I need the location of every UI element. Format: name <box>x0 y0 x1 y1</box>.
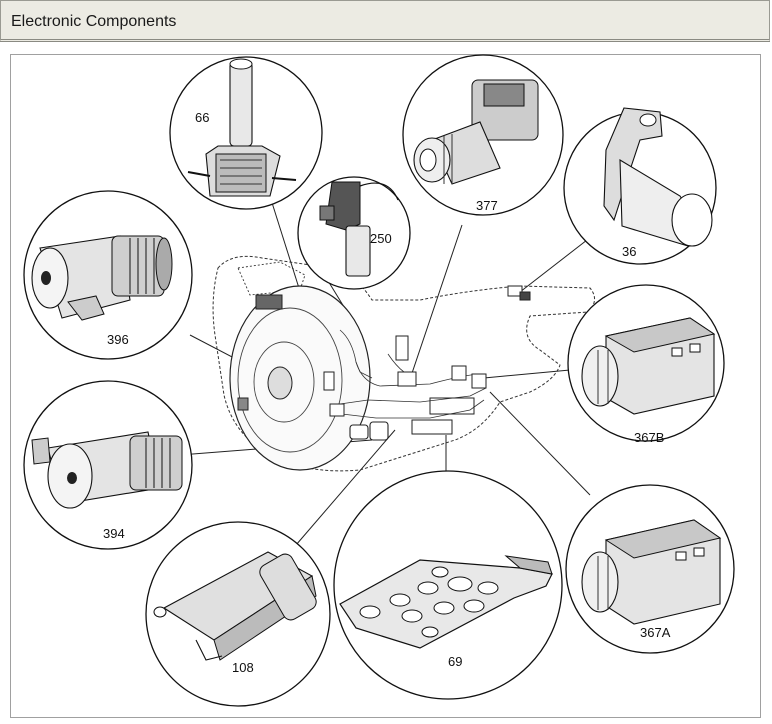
detail-circle-36 <box>563 107 717 265</box>
callout-label-66: 66 <box>195 110 209 125</box>
page-header: Electronic Components <box>0 0 770 42</box>
detail-circle-66 <box>169 56 323 210</box>
detail-circle-367a <box>565 484 735 654</box>
callout-label-250: 250 <box>370 231 392 246</box>
detail-circle-394 <box>23 380 193 550</box>
callout-label-394: 394 <box>103 526 125 541</box>
transmission-assembly <box>212 255 595 472</box>
page-title: Electronic Components <box>11 13 177 30</box>
detail-circle-396 <box>23 190 193 360</box>
detail-circle-367b <box>567 284 725 442</box>
callout-label-396: 396 <box>107 332 129 347</box>
callout-label-36: 36 <box>622 244 636 259</box>
callout-label-367b: 367B <box>634 430 664 445</box>
callout-label-69: 69 <box>448 654 462 669</box>
detail-circle-377 <box>402 54 564 216</box>
detail-circle-69 <box>333 470 563 700</box>
callout-label-108: 108 <box>232 660 254 675</box>
detail-circle-108 <box>145 521 331 707</box>
detail-circle-250 <box>297 176 411 290</box>
callout-label-377: 377 <box>476 198 498 213</box>
callout-label-367a: 367A <box>640 625 671 640</box>
